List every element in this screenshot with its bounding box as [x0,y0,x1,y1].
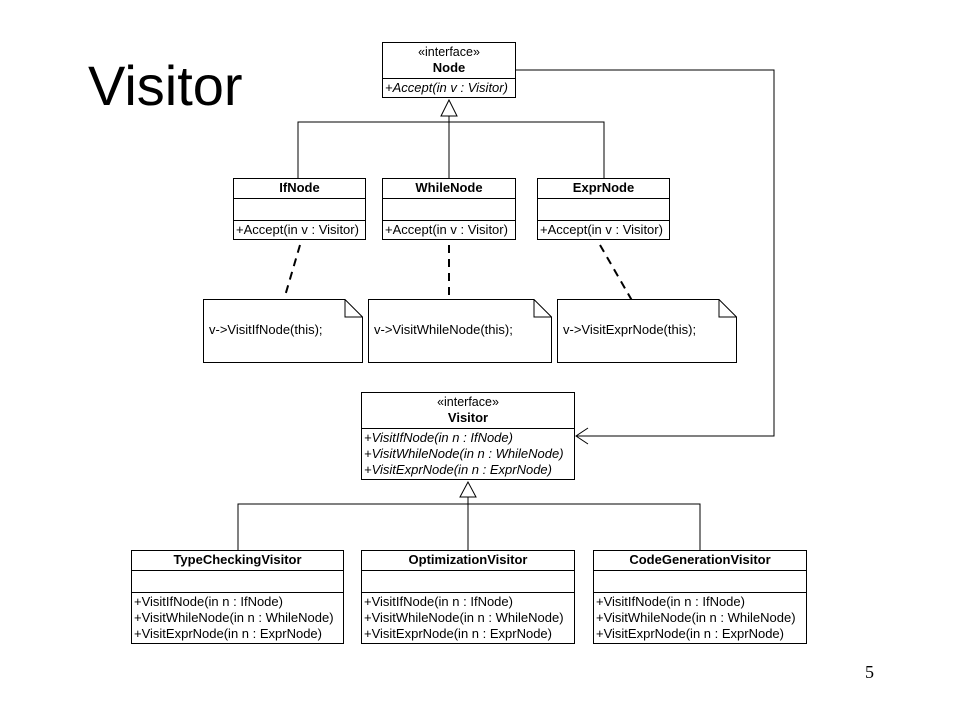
note-text: v->VisitWhileNode(this); [374,322,513,337]
attributes-compartment [538,199,669,221]
class-name: WhileNode [415,180,483,195]
operation: +VisitWhileNode(in n : WhileNode) [134,610,334,625]
attributes-compartment [234,199,365,221]
class-node: «interface» Node +Accept(in v : Visitor) [382,42,516,98]
stereotype-label: «interface» [437,395,499,409]
class-visitor: «interface» Visitor +VisitIfNode(in n : … [361,392,575,480]
operation: +VisitIfNode(in n : IfNode) [364,594,513,609]
attributes-compartment [383,199,515,221]
operation: +VisitWhileNode(in n : WhileNode) [364,446,564,461]
note-whilenode: v->VisitWhileNode(this); [368,299,552,363]
dependency-node-visitor [515,69,775,437]
note-exprnode: v->VisitExprNode(this); [557,299,737,363]
class-name: Visitor [447,410,489,425]
operation: +VisitIfNode(in n : IfNode) [134,594,283,609]
generalization-arrowhead-node [440,98,458,117]
operation: +Accept(in v : Visitor) [540,222,663,237]
operation: +Accept(in v : Visitor) [385,80,508,95]
page-number: 5 [865,662,874,682]
class-exprnode: ExprNode +Accept(in v : Visitor) [537,178,670,240]
generalization-visitor [237,497,701,550]
note-text: v->VisitIfNode(this); [209,322,323,337]
operation: +VisitIfNode(in n : IfNode) [364,430,513,445]
operation: +VisitExprNode(in n : ExprNode) [596,626,784,641]
note-ifnode: v->VisitIfNode(this); [203,299,363,363]
class-name: OptimizationVisitor [408,552,528,567]
class-typecheckingvisitor: TypeCheckingVisitor +VisitIfNode(in n : … [131,550,344,644]
stereotype-label: «interface» [418,45,480,59]
class-name: CodeGenerationVisitor [629,552,771,567]
note-link-ifnode [284,244,301,297]
operation: +VisitWhileNode(in n : WhileNode) [596,610,796,625]
class-name: IfNode [279,180,320,195]
class-name: Node [432,60,466,75]
attributes-compartment [362,571,574,593]
class-whilenode: WhileNode +Accept(in v : Visitor) [382,178,516,240]
operation: +Accept(in v : Visitor) [236,222,359,237]
note-text: v->VisitExprNode(this); [563,322,697,337]
operation: +VisitIfNode(in n : IfNode) [596,594,745,609]
attributes-compartment [132,571,343,593]
class-name: ExprNode [572,180,635,195]
operation: +Accept(in v : Visitor) [385,222,508,237]
note-link-exprnode [599,244,635,305]
operation: +VisitWhileNode(in n : WhileNode) [364,610,564,625]
class-codegenerationvisitor: CodeGenerationVisitor +VisitIfNode(in n … [593,550,807,644]
slide-title: Visitor [88,54,243,117]
generalization-arrowhead-visitor [459,480,477,498]
class-optimizationvisitor: OptimizationVisitor +VisitIfNode(in n : … [361,550,575,644]
operation: +VisitExprNode(in n : ExprNode) [364,626,552,641]
attributes-compartment [594,571,806,593]
class-name: TypeCheckingVisitor [173,552,302,567]
operation: +VisitExprNode(in n : ExprNode) [134,626,322,641]
operation: +VisitExprNode(in n : ExprNode) [364,462,552,477]
generalization-node [297,121,605,178]
dependency-arrowhead [575,427,589,445]
class-ifnode: IfNode +Accept(in v : Visitor) [233,178,366,240]
